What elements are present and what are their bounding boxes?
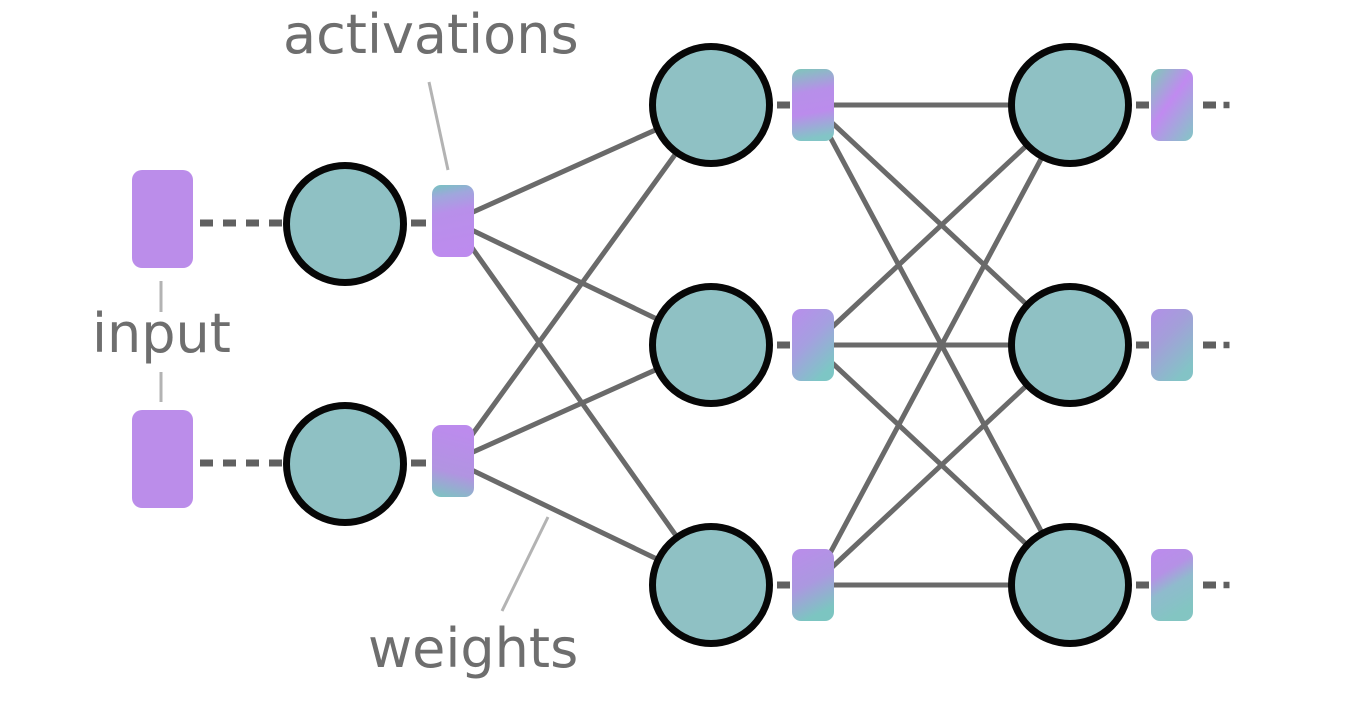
activation-vector-rect-l2-2 (792, 309, 834, 381)
neuron-node-l3-2 (1008, 283, 1132, 407)
weights-label: weights (368, 617, 579, 680)
input-vector-rect (132, 170, 193, 268)
neuron-node-l2-2 (649, 283, 773, 407)
activation-vector-rect-l1-2 (432, 425, 474, 497)
neuron-node-l3-1 (1008, 43, 1132, 167)
activation-vector-rect-l3-2 (1151, 309, 1193, 381)
activation-vector-rect-l3-3 (1151, 549, 1193, 621)
input-label: input (92, 302, 231, 365)
neuron-node-l1-1 (283, 162, 407, 286)
weight-connection (810, 103, 1073, 587)
weight-connection (450, 103, 714, 463)
neuron-node-l2-3 (649, 523, 773, 647)
neuron-node-l3-3 (1008, 523, 1132, 647)
activations-leader-line (427, 81, 450, 171)
activation-vector-rect-l1-1 (432, 185, 474, 257)
dashed-connectors-group (200, 101, 1230, 589)
activations-label: activations (283, 3, 579, 66)
neuron-nodes-group (283, 43, 1132, 647)
activation-vector-rect-l2-3 (792, 549, 834, 621)
neuron-node-l2-1 (649, 43, 773, 167)
activation-vector-rect-l3-1 (1151, 69, 1193, 141)
neuron-node-l1-2 (283, 402, 407, 526)
activation-vector-rect-l2-1 (792, 69, 834, 141)
weights-leader-line (500, 516, 550, 612)
input-vector-rect (132, 410, 193, 508)
leader-lines-group (159, 81, 550, 612)
